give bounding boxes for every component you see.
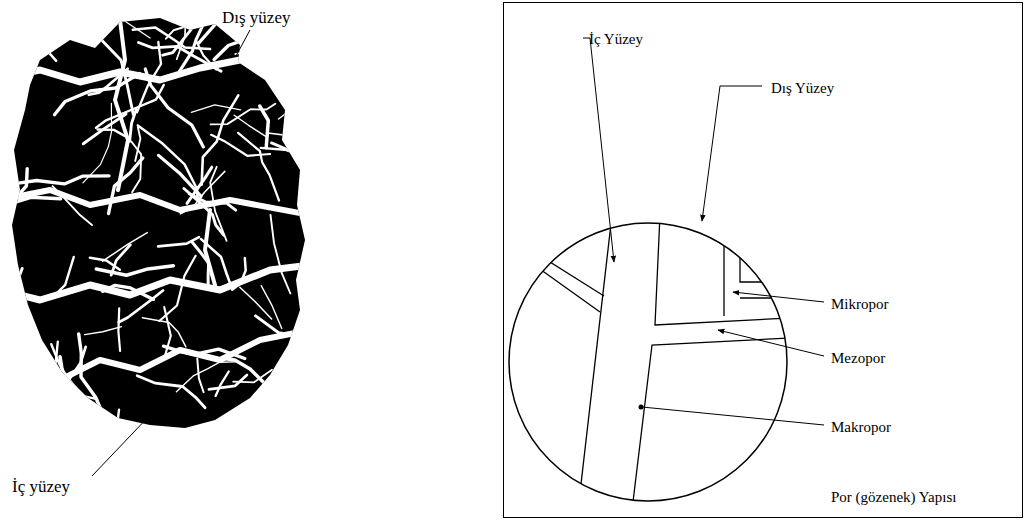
crack (103, 285, 154, 299)
pore-label: Makropor (831, 419, 891, 436)
pore-label: Mikropor (831, 296, 889, 313)
crack (145, 69, 203, 147)
crack (233, 370, 272, 383)
crack (191, 105, 240, 113)
figure-frame: İç YüzeyDış YüzeyMikroporMezoporMakropor… (503, 2, 1023, 518)
crack (103, 233, 148, 262)
leader-line (236, 30, 250, 56)
crack (53, 186, 93, 225)
crack (256, 316, 301, 337)
crack (211, 135, 270, 156)
crack (240, 287, 272, 319)
crack (197, 359, 203, 393)
crack (10, 197, 61, 204)
crack (252, 399, 270, 424)
crack (85, 327, 122, 335)
crack (20, 30, 56, 61)
crack (55, 342, 74, 444)
pore-label: Mezopor (831, 350, 885, 367)
crack (89, 69, 128, 95)
crack (271, 215, 291, 294)
panel-caption: Por (gözenek) Yapısı (831, 489, 956, 506)
pore-circle (509, 223, 787, 501)
surface-label: İç Yüzey (589, 31, 643, 48)
surface-label: Dış Yüzey (771, 80, 834, 97)
crack (139, 43, 222, 72)
crack (135, 127, 140, 161)
crack (163, 29, 192, 55)
crack (263, 48, 292, 101)
crack (216, 372, 229, 397)
crack (279, 29, 328, 41)
leader-dot (639, 405, 644, 410)
crack (114, 410, 119, 454)
crack (189, 194, 236, 210)
crack (33, 385, 83, 426)
crack (83, 36, 134, 115)
crack (133, 28, 210, 49)
leader-line (92, 392, 172, 476)
crack (164, 346, 245, 358)
crack (15, 176, 109, 184)
crack (201, 239, 231, 286)
crack (138, 125, 198, 199)
crack (142, 318, 186, 347)
crack (0, 375, 29, 409)
crack (56, 257, 73, 294)
crack (235, 52, 283, 65)
crack (51, 344, 97, 399)
crack (119, 291, 163, 323)
crack-network (0, 0, 355, 453)
crack (109, 158, 143, 214)
crack (96, 266, 173, 276)
crack (106, 12, 150, 39)
crack (37, 347, 85, 403)
porous-particle (0, 0, 355, 453)
leader-lines (583, 38, 824, 425)
crack (279, 79, 355, 119)
surface-label: İç yüzey (12, 478, 70, 497)
crack (192, 242, 209, 287)
crack (238, 133, 279, 201)
crack (297, 342, 328, 384)
crack (18, 269, 23, 307)
crack (260, 106, 269, 148)
crack (232, 258, 246, 290)
crack (272, 143, 337, 198)
crack (83, 114, 126, 144)
crack (83, 103, 112, 183)
crack (137, 376, 205, 408)
crack (130, 110, 137, 142)
crack (118, 308, 120, 351)
surface-label: Dış yüzey (222, 9, 290, 28)
